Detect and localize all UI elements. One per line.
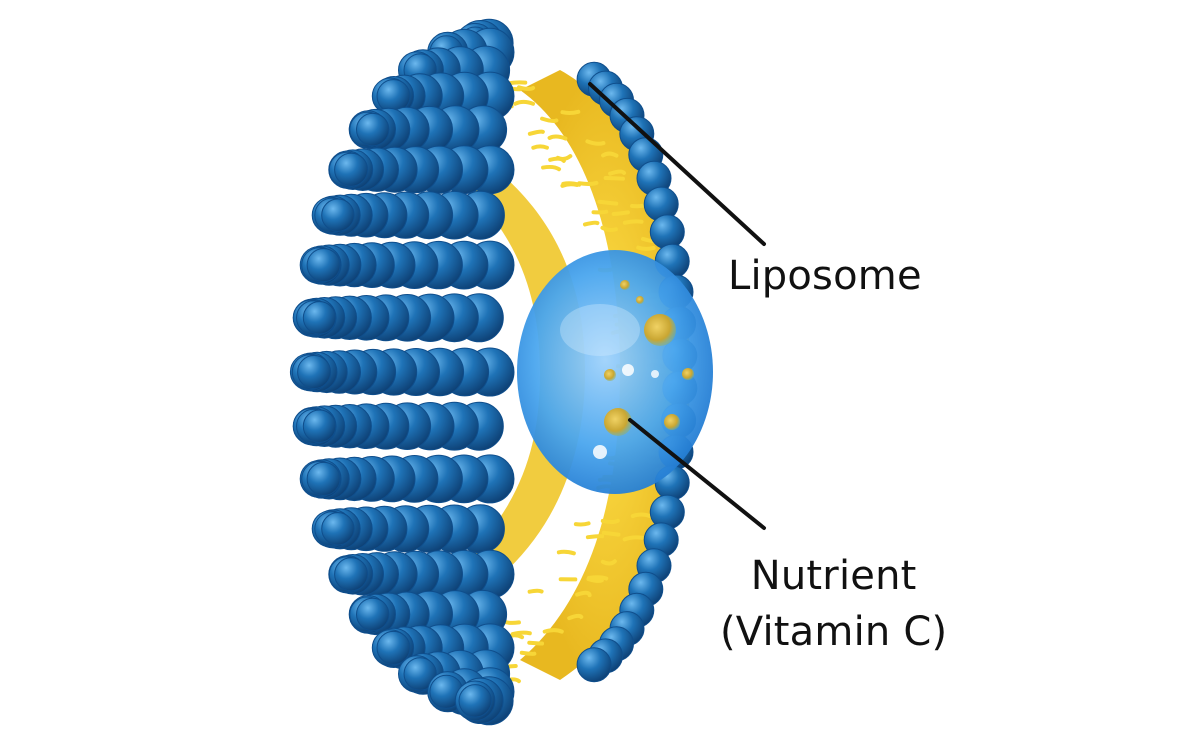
- phospholipid-heads: [289, 18, 698, 726]
- nutrient-label-line-1: Nutrient: [750, 553, 917, 599]
- nutrient-leader-line: [628, 418, 766, 530]
- aqueous-core: [517, 250, 713, 494]
- liposome-label-text: Liposome: [728, 253, 922, 299]
- nutrient-label: Nutrient (Vitamin C): [720, 548, 947, 660]
- liposome-leader-line: [588, 82, 766, 246]
- nutrient-label-line-2: (Vitamin C): [720, 609, 948, 655]
- nutrient-particles: [604, 280, 694, 436]
- liposome-label: Liposome: [728, 248, 922, 304]
